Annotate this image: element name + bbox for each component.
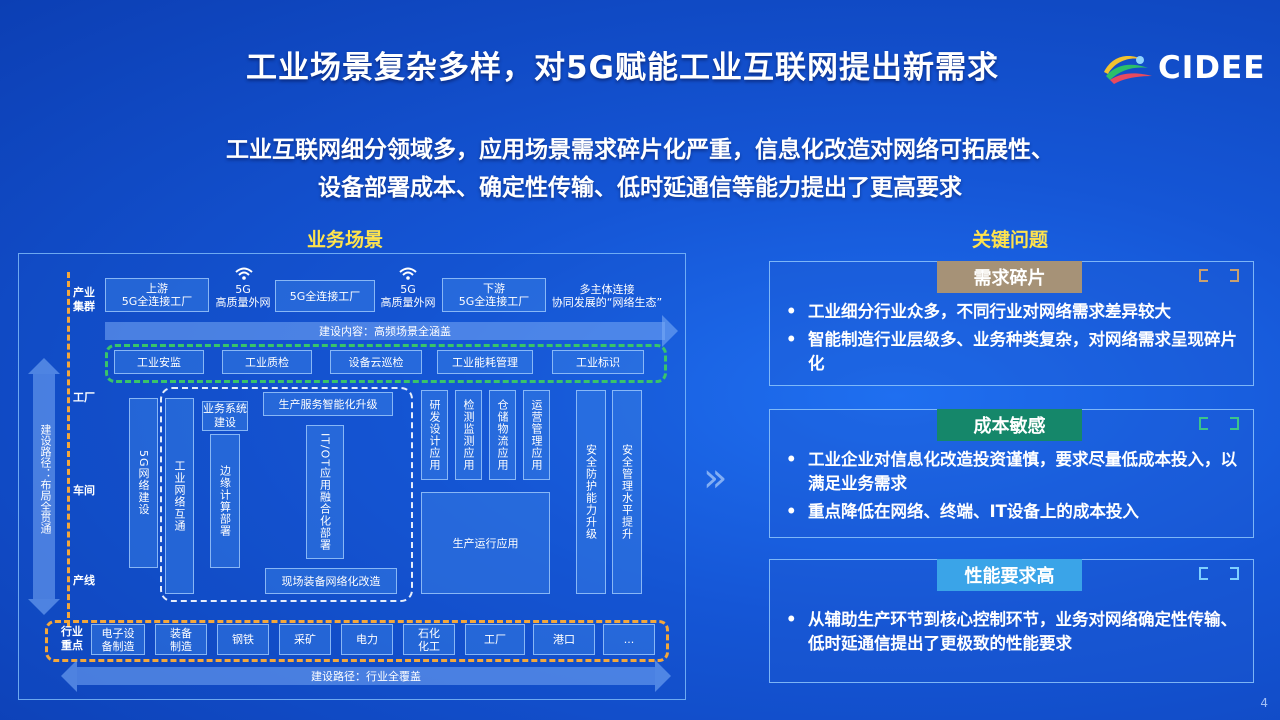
bracket-icon	[1199, 567, 1239, 580]
card-header: 成本敏感	[937, 409, 1082, 441]
industry-item: 石化 化工	[403, 624, 455, 655]
factory-app: 工业能耗管理	[437, 350, 533, 374]
arrow-up-icon	[28, 358, 60, 374]
col-5g-build: 5G网络建设	[129, 398, 158, 568]
wan-label-2: 5G 高质量外网	[380, 283, 436, 309]
row-axis-line	[67, 272, 70, 627]
app-operations: 运营管理应用	[523, 390, 550, 480]
row-label-factory: 工厂	[73, 391, 95, 404]
industry-item: 电力	[341, 624, 393, 655]
safety-management: 安全管理水平提升	[612, 390, 642, 594]
industry-item: 港口	[533, 624, 595, 655]
factory-apps-group	[105, 344, 667, 383]
business-scenario-diagram: 产业 集群 工厂 车间 产线 上游 5G全连接工厂 5G 高质量外网 5G全连接…	[18, 253, 686, 700]
itot-box: IT/OT应用融合化部署	[306, 425, 344, 559]
page-number: 4	[1260, 696, 1268, 710]
industry-item: 电子设 备制造	[91, 624, 145, 655]
downstream-factory: 下游 5G全连接工厂	[442, 278, 546, 312]
industry-item: 钢铁	[217, 624, 269, 655]
wan-label-1: 5G 高质量外网	[215, 283, 271, 309]
card-bullet: 工业企业对信息化改造投资谨慎，要求尽量低成本投入，以满足业务需求	[782, 448, 1243, 496]
issue-card-cost: 成本敏感 工业企业对信息化改造投资谨慎，要求尽量低成本投入，以满足业务需求 重点…	[769, 409, 1254, 538]
prod-service-box: 生产服务智能化升级	[263, 392, 393, 416]
factory-app: 设备云巡检	[330, 350, 422, 374]
arrow-right-icon	[662, 315, 678, 347]
factory-app: 工业标识	[552, 350, 644, 374]
build-content-band	[105, 322, 665, 340]
cidee-logo: CIDEE	[1098, 48, 1270, 88]
bracket-icon	[1199, 417, 1239, 430]
upstream-factory: 上游 5G全连接工厂	[105, 278, 209, 312]
industry-item: 装备 制造	[155, 624, 207, 655]
wifi-icon	[235, 267, 253, 280]
app-inspection: 检测监测应用	[455, 390, 482, 480]
ecosystem-label: 多主体连接 协同发展的“网络生态”	[551, 283, 663, 309]
bottom-path-band	[77, 667, 655, 685]
wifi-icon	[399, 267, 417, 280]
card-bullet: 重点降低在网络、终端、IT设备上的成本投入	[782, 500, 1243, 524]
card-header: 需求碎片	[937, 261, 1082, 293]
page-title: 工业场景复杂多样，对5G赋能工业互联网提出新需求	[245, 50, 999, 86]
network-group	[160, 387, 413, 602]
arrow-left-icon	[61, 660, 77, 692]
biz-system-box: 业务系统建设	[202, 401, 248, 431]
factory-app: 工业安监	[114, 350, 204, 374]
subtitle-line-1: 工业互联网细分领域多，应用场景需求碎片化严重，信息化改造对网络可拓展性、	[226, 137, 1054, 163]
col-industrial-net: 工业网络互通	[165, 398, 194, 594]
mid-factory: 5G全连接工厂	[275, 280, 375, 312]
edge-computing-box: 边缘计算部署	[210, 434, 240, 568]
card-bullet: 工业细分行业众多，不同行业对网络需求差异较大	[782, 300, 1243, 324]
bottom-path-label: 建设路径：行业全覆盖	[311, 670, 421, 683]
subtitle-line-2: 设备部署成本、确定性传输、低时延通信等能力提出了更高要求	[318, 175, 962, 201]
row-label-industry: 行业 重点	[61, 625, 83, 652]
field-equipment-box: 现场装备网络化改造	[265, 568, 397, 594]
card-bullet: 智能制造行业层级多、业务种类复杂，对网络需求呈现碎片化	[782, 328, 1243, 376]
arrow-right-icon	[655, 660, 671, 692]
industry-item: 工厂	[465, 624, 525, 655]
safety-protection: 安全防护能力升级	[576, 390, 606, 594]
prod-run-box: 生产运行应用	[421, 492, 550, 594]
row-label-workshop: 车间	[73, 484, 95, 497]
industry-item: 采矿	[279, 624, 331, 655]
left-path-band	[33, 374, 55, 599]
left-section-heading: 业务场景	[306, 229, 383, 251]
issue-card-performance: 性能要求高 从辅助生产环节到核心控制环节，业务对网络确定性传输、低时延通信提出了…	[769, 559, 1254, 683]
app-rd: 研发设计应用	[421, 390, 448, 480]
row-label-cluster: 产业 集群	[73, 286, 95, 313]
industry-item: ...	[603, 624, 655, 655]
logo-text: CIDEE	[1158, 50, 1266, 86]
build-content-label: 建设内容：高频场景全涵盖	[319, 325, 451, 338]
card-bullet: 从辅助生产环节到核心控制环节，业务对网络确定性传输、低时延通信提出了更极致的性能…	[782, 608, 1243, 656]
card-header: 性能要求高	[937, 559, 1082, 591]
row-label-line: 产线	[73, 574, 95, 587]
chevron-right-icon: »	[703, 455, 728, 501]
left-path-label: 建设路径：布局全贯通	[39, 424, 52, 534]
bracket-icon	[1199, 269, 1239, 282]
factory-app: 工业质检	[222, 350, 312, 374]
issue-card-fragmentation: 需求碎片 工业细分行业众多，不同行业对网络需求差异较大 智能制造行业层级多、业务…	[769, 261, 1254, 386]
logo-mark-icon	[1104, 56, 1152, 84]
arrow-down-icon	[28, 599, 60, 615]
app-logistics: 仓储物流应用	[489, 390, 516, 480]
industries-group	[45, 620, 669, 662]
right-section-heading: 关键问题	[971, 229, 1048, 251]
